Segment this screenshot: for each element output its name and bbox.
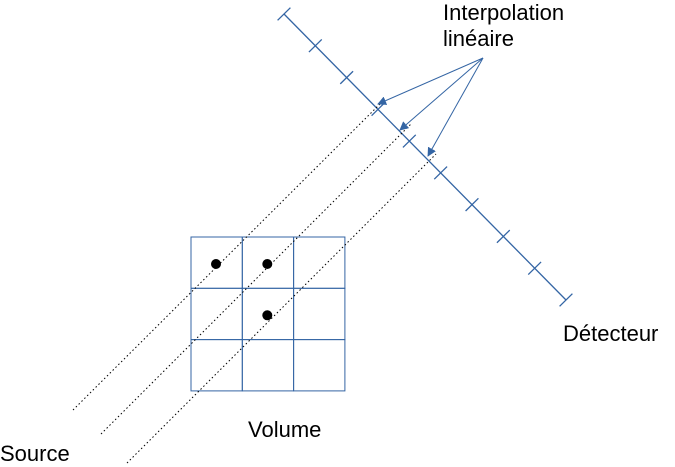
ray-1 bbox=[72, 99, 385, 411]
ray-3 bbox=[126, 153, 437, 464]
detector-tick bbox=[433, 166, 448, 180]
detector-tick bbox=[339, 70, 354, 85]
ray-group bbox=[72, 99, 437, 464]
voxel-dot-1 bbox=[211, 259, 221, 269]
source-label: Source bbox=[0, 441, 70, 466]
voxel-dots bbox=[211, 259, 273, 321]
interpolation-label-line-1: Interpolation bbox=[443, 0, 565, 25]
detector-tick bbox=[496, 229, 511, 244]
interpolation-arrow-2 bbox=[399, 57, 484, 131]
interpolation-label-line-2: linéaire bbox=[443, 26, 514, 51]
interpolation-arrow-3 bbox=[427, 57, 484, 157]
detector-tick bbox=[371, 102, 385, 117]
detector-line bbox=[283, 13, 567, 301]
grid-cell bbox=[293, 236, 346, 289]
detector-tick bbox=[277, 7, 291, 21]
ray-2 bbox=[100, 123, 412, 435]
detector-tick bbox=[308, 38, 323, 53]
volume-label: Volume bbox=[248, 417, 322, 442]
grid-cell bbox=[293, 287, 346, 341]
interpolation-arrow-1 bbox=[377, 57, 484, 105]
detector-tick bbox=[465, 197, 479, 212]
volume-grid bbox=[190, 236, 346, 392]
grid-cell bbox=[190, 339, 243, 392]
grid-cell bbox=[241, 339, 295, 392]
interpolation-label: Interpolation linéaire bbox=[443, 0, 564, 52]
voxel-dot-3 bbox=[262, 310, 273, 321]
grid-cell bbox=[190, 287, 243, 341]
interpolation-arrows bbox=[377, 57, 484, 157]
detector-tick bbox=[402, 134, 417, 148]
detector-label: Détecteur bbox=[563, 321, 659, 346]
grid-cell bbox=[293, 339, 346, 392]
detector-tick bbox=[527, 261, 542, 276]
detector-tick bbox=[559, 293, 573, 307]
detector-ticks bbox=[277, 7, 573, 307]
voxel-dot-2 bbox=[262, 259, 273, 269]
